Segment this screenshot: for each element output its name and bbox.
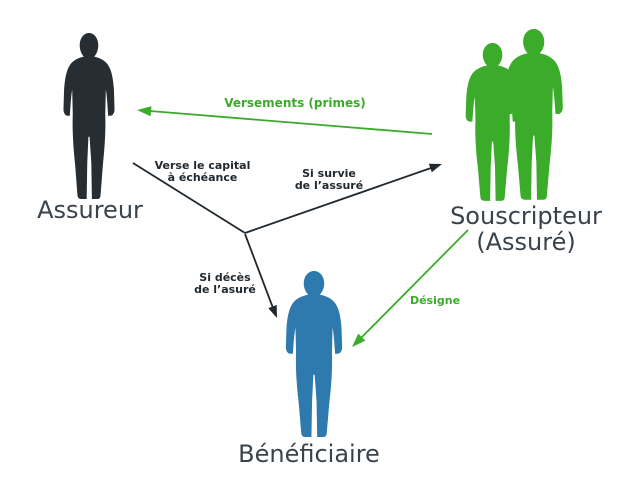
verse-capital-label: Verse le capital à échéance bbox=[140, 160, 265, 184]
si-deces-arrow-line bbox=[244, 233, 274, 309]
si-survie-label-line1: Si survie bbox=[302, 167, 356, 180]
souscripteur-label: Souscripteur (Assuré) bbox=[431, 203, 621, 255]
verse-capital-label-line1: Verse le capital bbox=[154, 159, 251, 172]
si-survie-arrowhead bbox=[428, 163, 442, 173]
si-deces-arrowhead bbox=[268, 304, 277, 318]
versements-arrow-line bbox=[149, 110, 433, 135]
versements-label: Versements (primes) bbox=[224, 96, 366, 110]
si-deces-label-line2: de l’asuré bbox=[194, 283, 256, 296]
designe-arrow-line bbox=[359, 229, 469, 340]
assureur-label: Assureur bbox=[37, 196, 143, 224]
designe-label: Désigne bbox=[409, 294, 461, 307]
souscripteur-label-main: Souscripteur bbox=[450, 202, 602, 230]
si-survie-arrow-line bbox=[244, 167, 432, 234]
verse-capital-label-line2: à échéance bbox=[167, 171, 238, 184]
si-survie-label-line2: de l’assuré bbox=[294, 179, 364, 192]
si-survie-label: Si survie de l’assuré bbox=[270, 168, 388, 192]
versements-arrowhead bbox=[137, 106, 152, 117]
si-deces-label: Si décès de l’asuré bbox=[165, 272, 285, 296]
souscripteur-label-sub: (Assuré) bbox=[476, 228, 576, 256]
si-deces-label-line1: Si décès bbox=[199, 271, 251, 284]
beneficiaire-label: Bénéficiaire bbox=[238, 440, 380, 468]
designe-arrowhead bbox=[352, 333, 366, 347]
verse-capital-line bbox=[132, 162, 246, 234]
